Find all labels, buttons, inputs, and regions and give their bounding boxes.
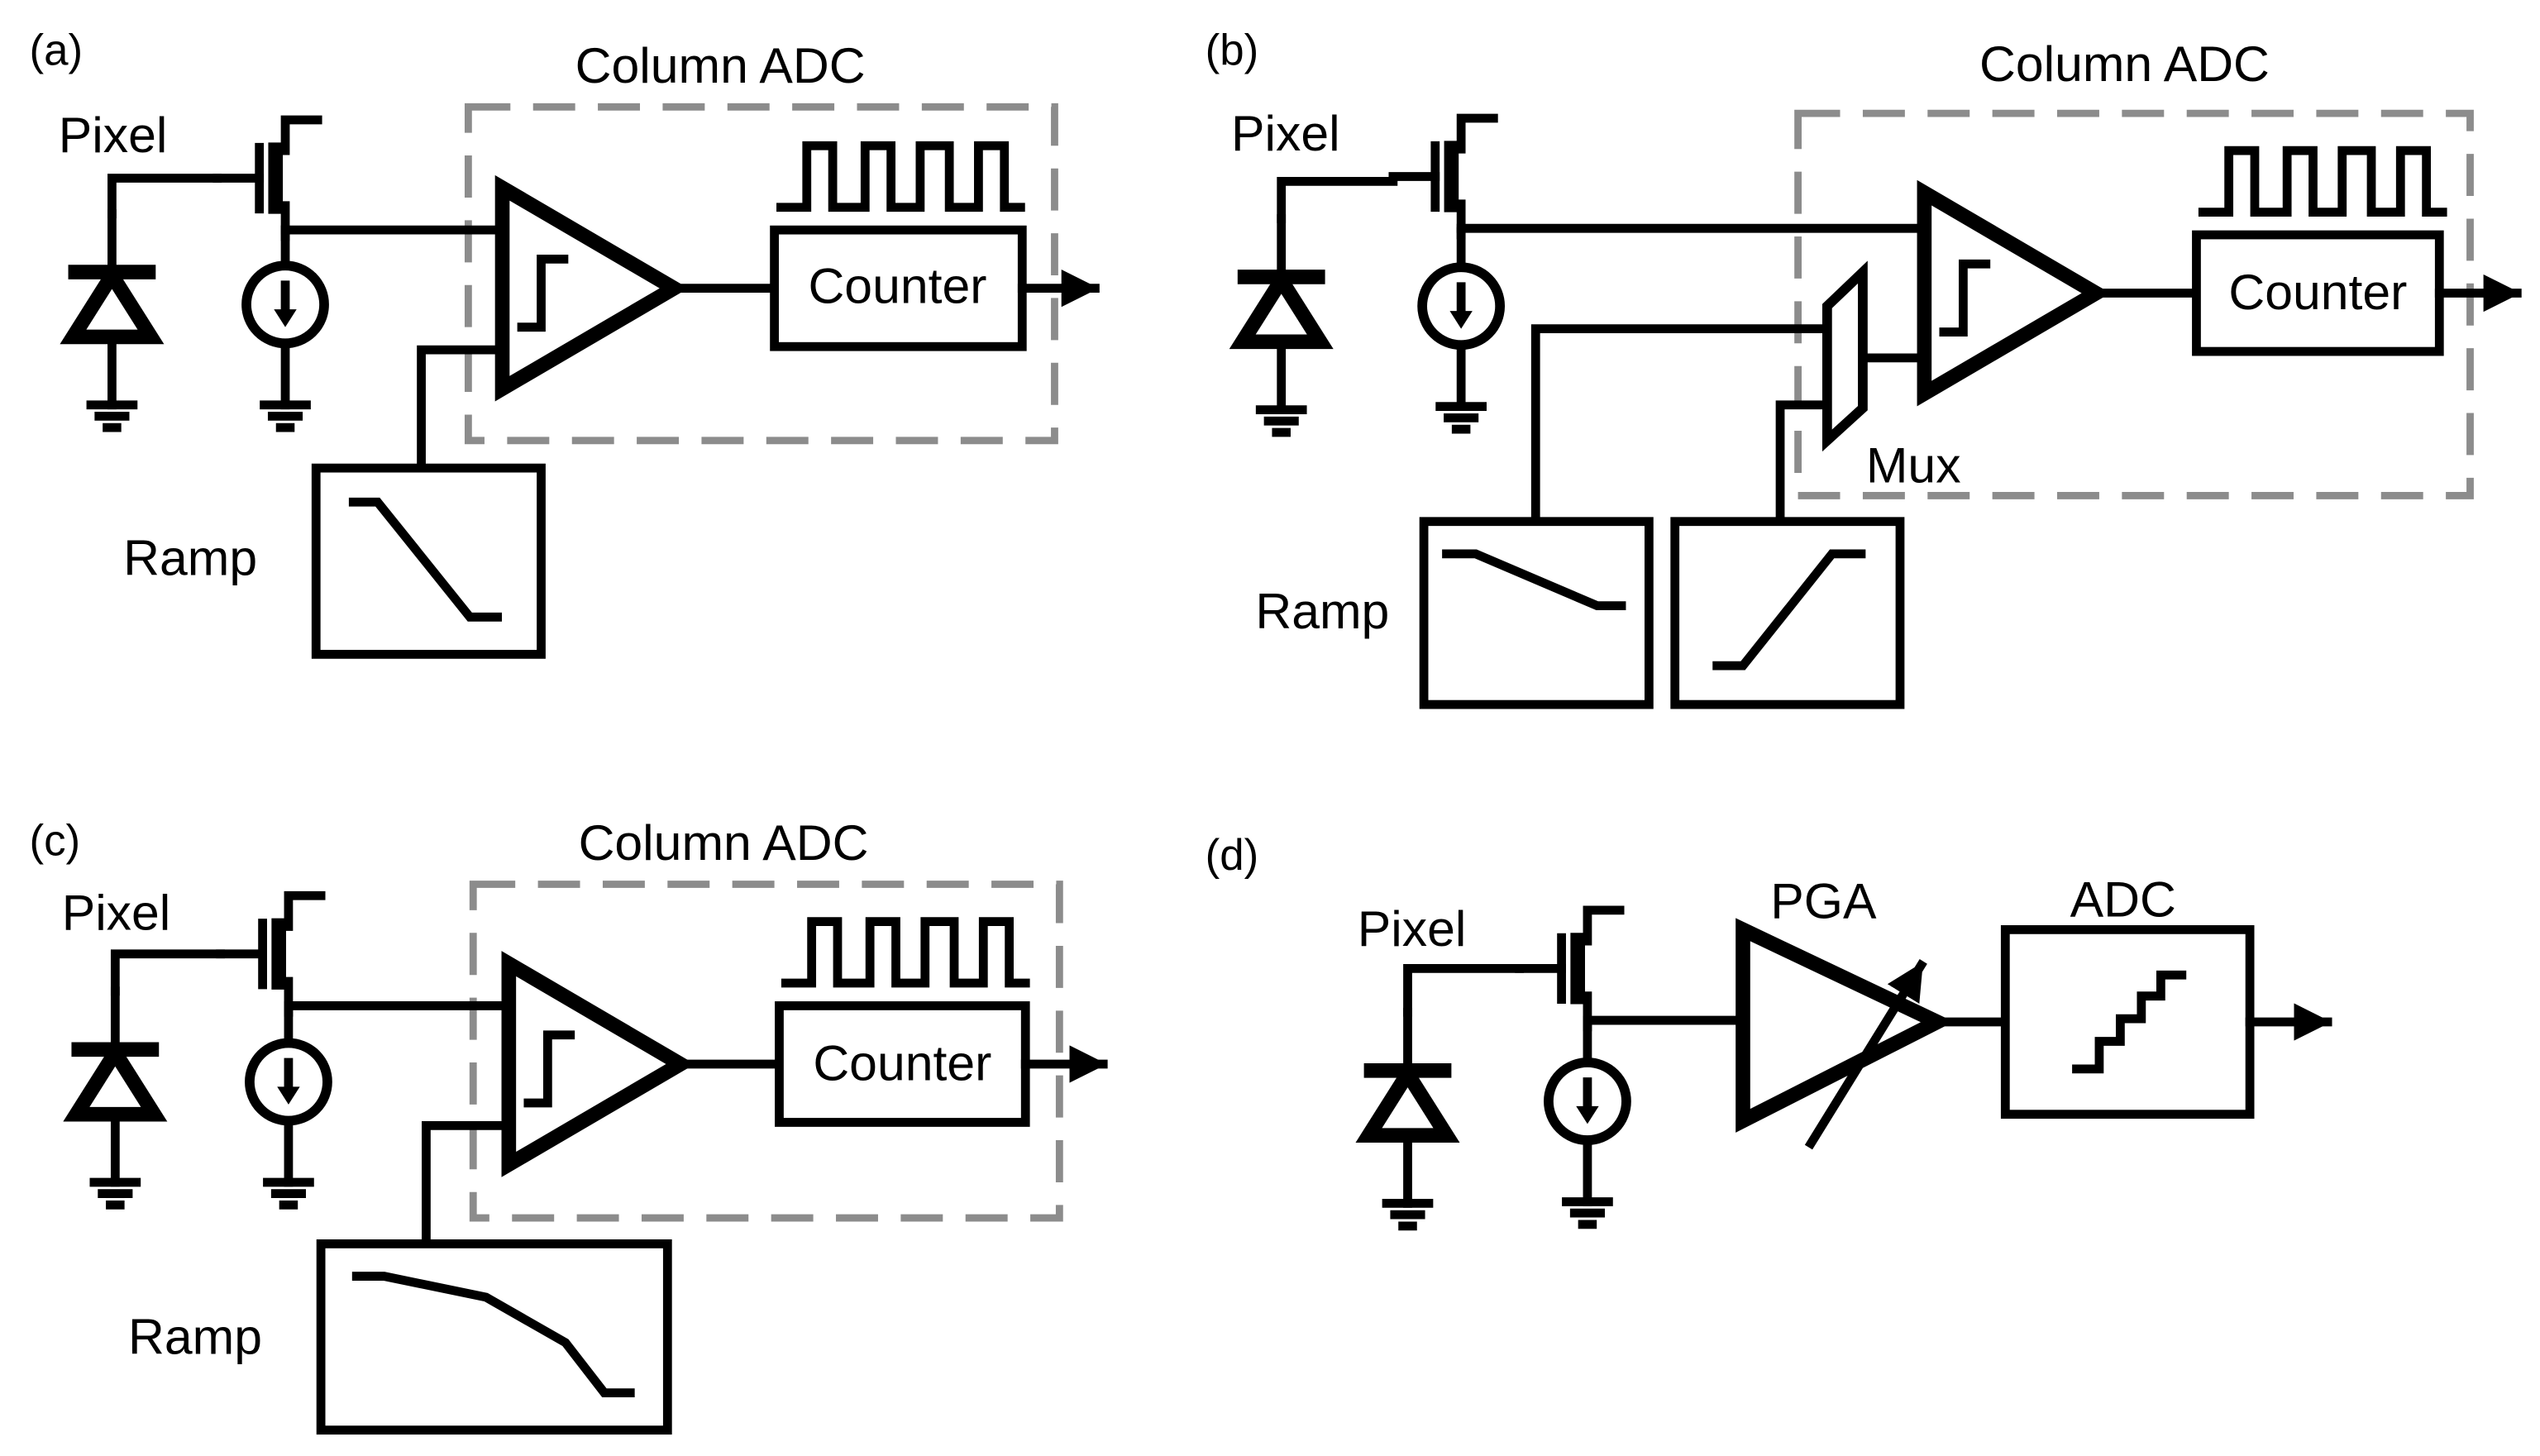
source-follower-transistor-icon <box>221 895 321 1012</box>
panel-a-label: (a) <box>30 26 84 74</box>
clock-waveform-icon <box>2203 150 2442 212</box>
current-source-icon <box>1422 232 1500 429</box>
panel-a-pixel-label: Pixel <box>59 107 168 163</box>
panel-c-pixel-label: Pixel <box>62 884 171 940</box>
panel-a: (a) Pixel Column ADC Ramp Counter <box>30 26 1100 659</box>
source-follower-transistor-icon <box>217 120 318 236</box>
panel-d-pga-label: PGA <box>1770 873 1877 929</box>
ramp-waveform-icon <box>348 497 503 622</box>
ramp-waveform-icon <box>1712 549 1866 671</box>
photodiode-icon <box>1364 1012 1452 1226</box>
source-follower-transistor-icon <box>1393 118 1493 235</box>
panel-d-pixel-label: Pixel <box>1358 900 1467 957</box>
current-source-icon <box>250 1007 327 1205</box>
source-follower-transistor-icon <box>1520 910 1620 1027</box>
panel-a-column-adc-region <box>464 103 1058 445</box>
panel-a-column-adc-label: Column ADC <box>575 37 866 93</box>
comparator-icon <box>508 964 680 1165</box>
panel-d: (d) Pixel PGA ADC <box>1206 831 2332 1226</box>
clock-waveform-icon <box>781 146 1020 207</box>
panel-c-ramp-label: Ramp <box>128 1309 262 1365</box>
photodiode-icon <box>1238 218 1325 432</box>
panel-a-ramp-label: Ramp <box>123 529 257 585</box>
panel-d-pga-block <box>1736 918 1955 1133</box>
panel-c-column-adc-region <box>469 881 1063 1222</box>
current-source-icon <box>1549 1027 1626 1224</box>
panel-b-column-adc-region <box>1794 109 2474 499</box>
panel-d-label: (d) <box>1206 831 1259 880</box>
ramp-waveform-icon <box>1442 549 1626 610</box>
panel-c-column-adc-label: Column ADC <box>579 814 869 871</box>
photodiode-icon <box>69 214 156 428</box>
clock-waveform-icon <box>785 922 1025 983</box>
panel-b-column-adc-label: Column ADC <box>1979 36 2270 92</box>
comparator-icon <box>1924 193 2096 394</box>
panel-b-ramp-label: Ramp <box>1255 583 1389 639</box>
panel-b-ramp-down-block <box>1419 517 1654 709</box>
current-source-icon <box>246 230 324 427</box>
panel-d-adc-label: ADC <box>2070 871 2176 928</box>
panel-a-counter-label: Counter <box>808 257 986 313</box>
panel-b-mux-label: Mux <box>1866 437 1961 494</box>
staircase-adc-icon <box>2072 970 2187 1074</box>
comparator-icon <box>503 188 675 389</box>
panel-c-label: (c) <box>30 816 81 865</box>
panel-b-label: (b) <box>1206 26 1259 74</box>
panel-b: (b) Pixel Column ADC Mux Ramp Counter <box>1206 26 2522 709</box>
variable-gain-arrow-icon <box>1804 959 1927 1150</box>
ramp-waveform-icon <box>351 1272 635 1397</box>
panel-b-counter-label: Counter <box>2228 264 2407 320</box>
panel-b-pixel-label: Pixel <box>1231 105 1340 161</box>
panel-b-mux-block <box>1821 260 1868 452</box>
panel-c: (c) Pixel Column ADC Ramp Counter <box>30 814 1108 1435</box>
photodiode-icon <box>71 991 159 1205</box>
panel-c-counter-label: Counter <box>813 1035 991 1091</box>
